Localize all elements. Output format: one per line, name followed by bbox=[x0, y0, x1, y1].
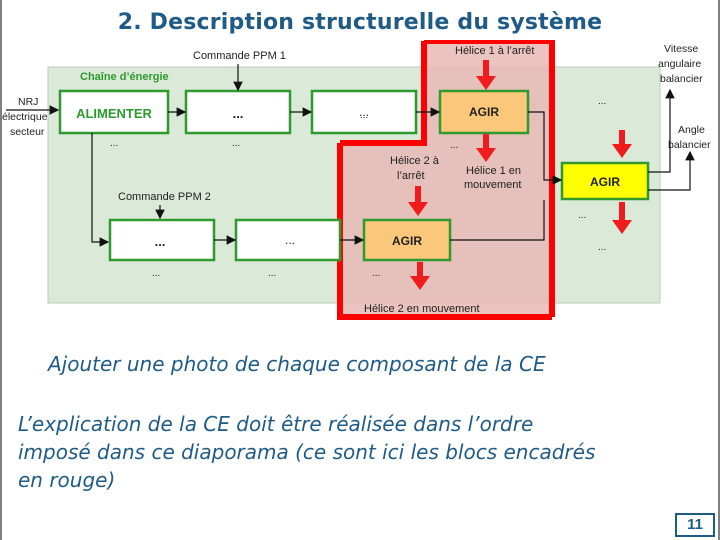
caption-explanation-line-1: L’explication de la CE doit être réalisé… bbox=[18, 412, 534, 436]
red-frame-helice-1 bbox=[424, 40, 555, 317]
arrow-down-helice2-arret-icon bbox=[408, 186, 428, 216]
dots-bot-3: ... bbox=[372, 268, 380, 279]
helice1-mouv-label-1: Hélice 1 en bbox=[466, 165, 521, 177]
dots-mid: ... bbox=[360, 110, 368, 121]
slide-title: 2. Description structurelle du système bbox=[117, 10, 603, 35]
energy-chain-diagram: Commande PPM 1 Chaîne d’énergie Hélice 1… bbox=[2, 40, 711, 320]
dots-bot-2: ... bbox=[268, 268, 276, 279]
arrow-down-helice1-mouv-icon bbox=[476, 134, 496, 162]
dots-top-1: ... bbox=[110, 138, 118, 149]
cmd-ppm1-label: Commande PPM 1 bbox=[193, 50, 286, 62]
block-bot-1-label: ... bbox=[155, 234, 166, 249]
angle-label-2: balancier bbox=[668, 139, 711, 151]
dots-bot-1: ... bbox=[152, 268, 160, 279]
page-number: 11 bbox=[675, 513, 715, 537]
dots-top-3: ... bbox=[450, 140, 458, 151]
caption-photo: Ajouter une photo de chaque composant de… bbox=[48, 352, 546, 376]
block-agir-1 bbox=[438, 89, 530, 135]
caption-explanation-line-3: en rouge) bbox=[18, 468, 116, 492]
block-agir-right-label: AGIR bbox=[590, 175, 620, 189]
arrow-down-helice2-mouv-icon bbox=[410, 262, 430, 290]
block-bot-2 bbox=[234, 218, 342, 262]
chain-label: Chaîne d’énergie bbox=[80, 71, 169, 83]
arrow-down-right-bottom-icon bbox=[612, 202, 632, 234]
block-top-2-label: ... bbox=[233, 106, 244, 121]
helice2-arret-label-2: l’arrêt bbox=[397, 170, 425, 182]
block-agir-2 bbox=[362, 218, 452, 262]
input-label-3: secteur bbox=[10, 126, 45, 138]
helice2-mouv-label: Hélice 2 en mouvement bbox=[364, 303, 480, 315]
arrow-down-right-top-icon bbox=[612, 130, 632, 158]
helice2-arret-label-1: Hélice 2 à bbox=[390, 155, 440, 167]
input-label-2: électrique bbox=[2, 111, 48, 123]
dots-right-top: ... bbox=[598, 96, 606, 107]
link-alim-to-bottom bbox=[91, 133, 110, 247]
caption-explanation-line-2: imposé dans ce diaporama (ce sont ici le… bbox=[18, 440, 596, 464]
vitesse-label-1: Vitesse bbox=[664, 43, 698, 55]
link-agir1-to-right bbox=[528, 111, 563, 185]
dots-top-2: ... bbox=[232, 138, 240, 149]
slide-border-left bbox=[0, 0, 2, 540]
red-frame-helice-2 bbox=[337, 143, 552, 320]
dots-right-2: ... bbox=[598, 242, 606, 253]
block-agir-1-label: AGIR bbox=[469, 105, 499, 119]
vitesse-label-2: angulaire bbox=[658, 58, 701, 70]
angle-label-1: Angle bbox=[678, 124, 705, 136]
block-top-3 bbox=[310, 89, 418, 135]
helice1-arret-label: Hélice 1 à l’arrêt bbox=[455, 45, 534, 57]
arrow-down-helice1-arret-icon bbox=[476, 60, 496, 90]
helice1-mouv-label-2: mouvement bbox=[464, 179, 521, 191]
block-bot-1 bbox=[108, 218, 216, 262]
link-agir2-to-right bbox=[450, 200, 545, 241]
block-agir-2-label: AGIR bbox=[392, 234, 422, 248]
vitesse-label-3: balancier bbox=[660, 73, 703, 85]
cmd-ppm2-label: Commande PPM 2 bbox=[118, 191, 211, 203]
feedback-angle bbox=[648, 150, 695, 191]
block-bot-2-label: ... bbox=[285, 233, 295, 247]
red-frame-helice-1-left bbox=[340, 41, 427, 146]
block-top-3-label: ... bbox=[359, 105, 369, 119]
slide-border-right bbox=[718, 0, 720, 540]
dots-right-1: ... bbox=[578, 210, 586, 221]
block-alimenter-label: ALIMENTER bbox=[76, 106, 152, 121]
feedback-vitesse bbox=[648, 88, 675, 173]
input-label-1: NRJ bbox=[18, 96, 38, 108]
